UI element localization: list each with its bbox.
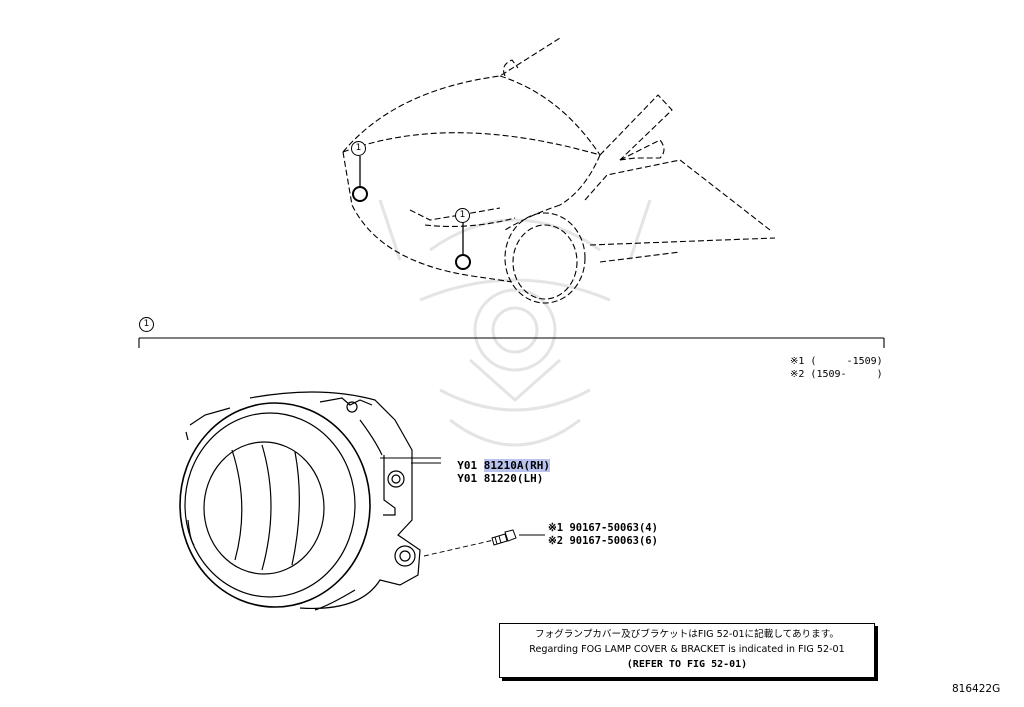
section-bracket — [138, 337, 885, 348]
fog-lamp-markers — [352, 156, 471, 270]
screw-label-1[interactable]: ※1 90167-50063(4) — [548, 522, 658, 534]
part-prefix: Y01 — [457, 459, 478, 472]
callout-marker-car-left: 1 — [351, 141, 366, 156]
leader-lines — [380, 457, 545, 557]
part-number-lh[interactable]: 81220(LH) — [483, 472, 544, 485]
callout-marker-section: 1 — [139, 317, 154, 332]
callout-marker-car-right: 1 — [455, 208, 470, 223]
reference-note-box: フォグランプカバー及びブラケットはFIG 52-01に記載してあります。 Reg… — [499, 623, 875, 678]
watermark-emblem — [378, 199, 652, 447]
part-number-rh[interactable]: 81210A(RH) — [483, 459, 550, 472]
part-label-rh[interactable]: Y01 81210A(RH) — [444, 446, 550, 472]
front-wheel — [504, 212, 586, 304]
note-line-japanese: フォグランプカバー及びブラケットはFIG 52-01に記載してあります。 — [535, 629, 839, 640]
part-prefix: Y01 — [457, 472, 478, 485]
part-label-lh[interactable]: Y01 81220(LH) — [444, 459, 543, 485]
variant-note-2: ※2 (1509- ) — [790, 369, 883, 380]
note-line-english: Regarding FOG LAMP COVER & BRACKET is in… — [529, 644, 845, 655]
vehicle-outline — [342, 37, 776, 283]
variant-note-1: ※1 ( -1509) — [790, 356, 883, 367]
note-line-refer: (REFER TO FIG 52-01) — [626, 659, 748, 670]
fog-lamp-drawing — [179, 391, 421, 611]
screw-drawing — [491, 529, 517, 546]
figure-id: 816422G — [952, 683, 1001, 695]
screw-label-2[interactable]: ※2 90167-50063(6) — [548, 535, 658, 547]
